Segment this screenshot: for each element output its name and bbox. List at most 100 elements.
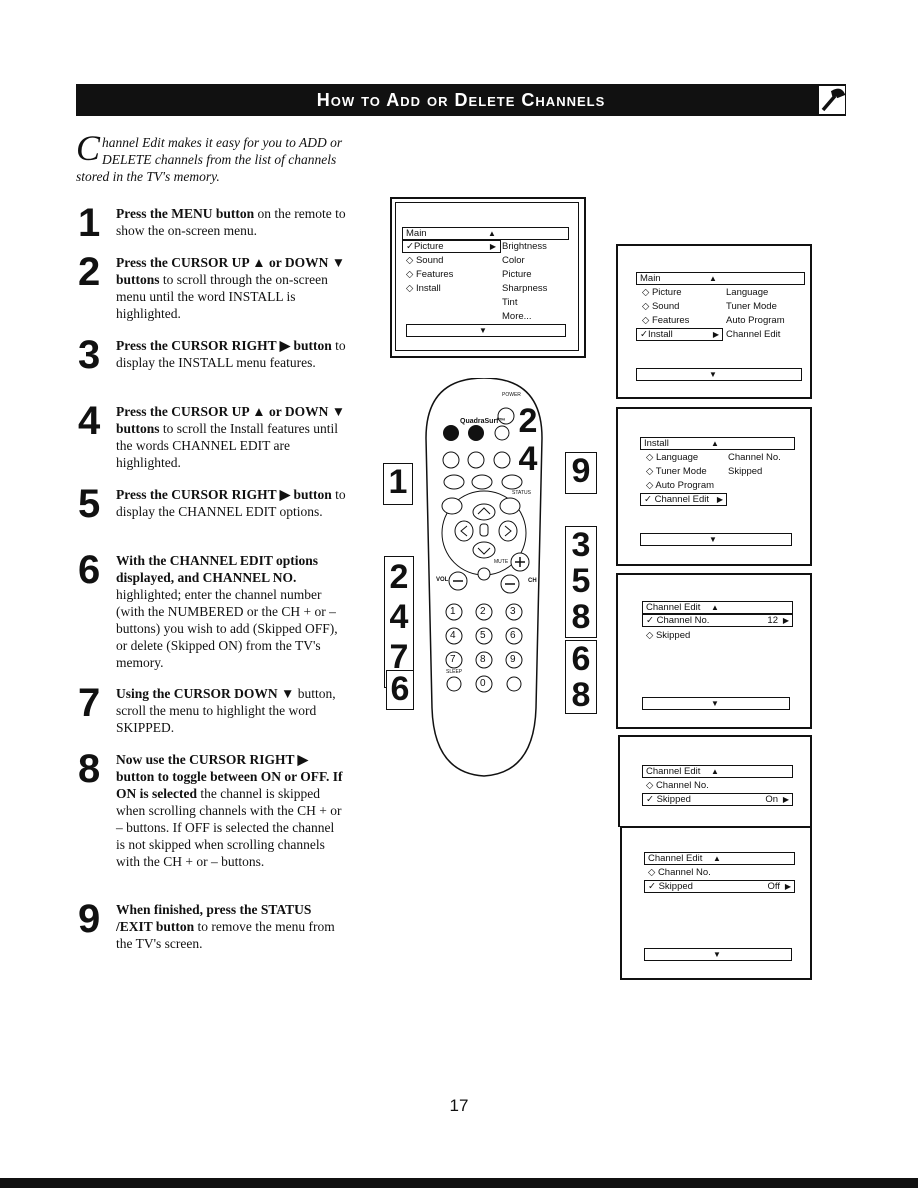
digit-4-button: 4 [450,630,456,641]
up-arrow-icon: ▲ [711,603,719,612]
sleep-label: SLEEP [446,669,463,675]
osd-item: Brightness [502,241,547,252]
right-arrow-icon: ▶ [716,495,723,504]
osd-item: ◇ Skipped [646,630,691,641]
step-text: to remove the menu from the TV's screen. [116,919,335,951]
up-arrow-icon: ▲ [709,274,717,283]
screen-inner [395,202,579,351]
osd-selected-row: ✓ Channel Edit▶ [640,493,727,506]
osd-title: Channel Edit▲ [642,765,793,778]
osd-item: ◇ Features [406,269,454,280]
osd-item: ◇ Tuner Mode [646,466,707,477]
step-8: 8 Now use the CURSOR RIGHT ▶ button to t… [78,747,348,891]
vol-label: VOL [436,577,449,583]
step-number: 2 [78,250,101,294]
right-arrow-icon: ▶ [784,882,791,891]
tv-screen-install: Install▲ ◇ Language ◇ Tuner Mode ◇ Auto … [616,407,812,566]
wrench-icon [818,84,846,116]
osd-item: Sharpness [502,283,548,294]
osd-item: More... [502,311,532,322]
step-2: 2 Press the CURSOR UP ▲ or DOWN ▼ button… [78,250,348,324]
callout-4: 4 [389,598,409,636]
osd-item: ◇ Channel No. [648,867,711,878]
step-number: 3 [78,333,101,377]
mute-label: MUTE [494,559,509,565]
dropcap: C [76,128,101,168]
osd-title: Install▲ [640,437,795,450]
ch-label: CH [528,578,537,584]
osd-item: Channel No. [728,452,781,463]
down-arrow-icon: ▼ [709,535,717,544]
up-arrow-icon: ▲ [711,767,719,776]
osd-item: ◇ Auto Program [646,480,715,491]
tv-screen-channel-edit-no: Channel Edit▲ ✓ Channel No.12▶ ◇ Skipped… [616,573,812,729]
osd-item: ◇ Features [642,315,690,326]
osd-scroll-bar: ▼ [640,533,792,546]
digit-6-button: 6 [510,630,516,641]
step-9: 9 When finished, press the STATUS /EXIT … [78,899,348,956]
osd-selected-row: ✓Install▶ [636,328,723,341]
step-number: 6 [78,548,101,592]
up-arrow-icon: ▲ [711,439,719,448]
callout-3: 3 [571,526,591,564]
step-number: 7 [78,681,101,725]
osd-item: ◇ Sound [642,301,680,312]
skipped-value: On [765,794,778,805]
step-bold: Using the CURSOR DOWN ▼ [116,686,295,701]
skipped-value: Off [767,881,781,892]
page-header-banner: How to Add or Delete Channels [76,84,846,116]
osd-item: Auto Program [726,315,785,326]
osd-item: ◇ Sound [406,255,444,266]
status-label: STATUS [512,490,531,496]
callout-6: 6 [571,640,591,678]
step-number: 8 [78,747,101,791]
step-text: highlighted; enter the channel number (w… [116,587,338,670]
step-bold: Press the MENU button [116,206,255,221]
digit-5-button: 5 [480,630,486,641]
step-text: button, scroll the menu to highlight the… [116,686,336,735]
digit-3-button: 3 [510,606,516,617]
osd-scroll-bar: ▼ [406,324,566,337]
osd-item: ◇ Picture [642,287,682,298]
osd-item: Color [502,255,525,266]
osd-item: Picture [502,269,532,280]
callout-8: 8 [571,598,591,636]
step-4: 4 Press the CURSOR UP ▲ or DOWN ▼ button… [78,399,348,473]
osd-item: Language [726,287,769,298]
digit-7-button: 7 [450,654,456,665]
osd-title: Main▲ [636,272,805,285]
digit-1-button: 1 [450,606,456,617]
osd-item: ◇ Install [406,283,441,294]
digit-8-button: 8 [480,654,486,665]
down-arrow-icon: ▼ [709,370,717,379]
callout-stack-left: 2 4 7 [384,556,414,688]
page-number: 17 [449,1096,469,1115]
callout-5: 5 [571,562,591,600]
step-text: to scroll through the on-screen menu unt… [116,272,328,321]
osd-item: ◇ Channel No. [646,780,709,791]
osd-title: Channel Edit▲ [644,852,795,865]
step-text: on the remote to show the on-screen menu… [116,206,346,238]
osd-scroll-bar: ▼ [636,368,802,381]
tv-screen-main-install: Main▲ ◇ Picture ◇ Sound ◇ Features ✓Inst… [616,244,812,399]
osd-selected-row: ✓Picture▶ [402,240,501,253]
osd-selected-row: ✓ Channel No.12▶ [642,614,793,627]
step-number: 1 [78,201,101,245]
step-bold: Now use the CURSOR RIGHT ▶ button to tog… [116,752,343,801]
osd-item: ◇ Language [646,452,699,463]
callout-2: 2 [389,558,409,596]
callout-2: 2 [518,402,538,440]
callout-stack-top: 2 4 [513,402,543,482]
up-arrow-icon: ▲ [713,854,721,863]
right-arrow-icon: ▶ [782,795,789,804]
step-5: 5 Press the CURSOR RIGHT ▶ button to dis… [78,484,348,538]
osd-item: Tuner Mode [726,301,777,312]
step-number: 4 [78,399,101,443]
osd-item: Tint [502,297,518,308]
osd-item: Skipped [728,466,763,477]
